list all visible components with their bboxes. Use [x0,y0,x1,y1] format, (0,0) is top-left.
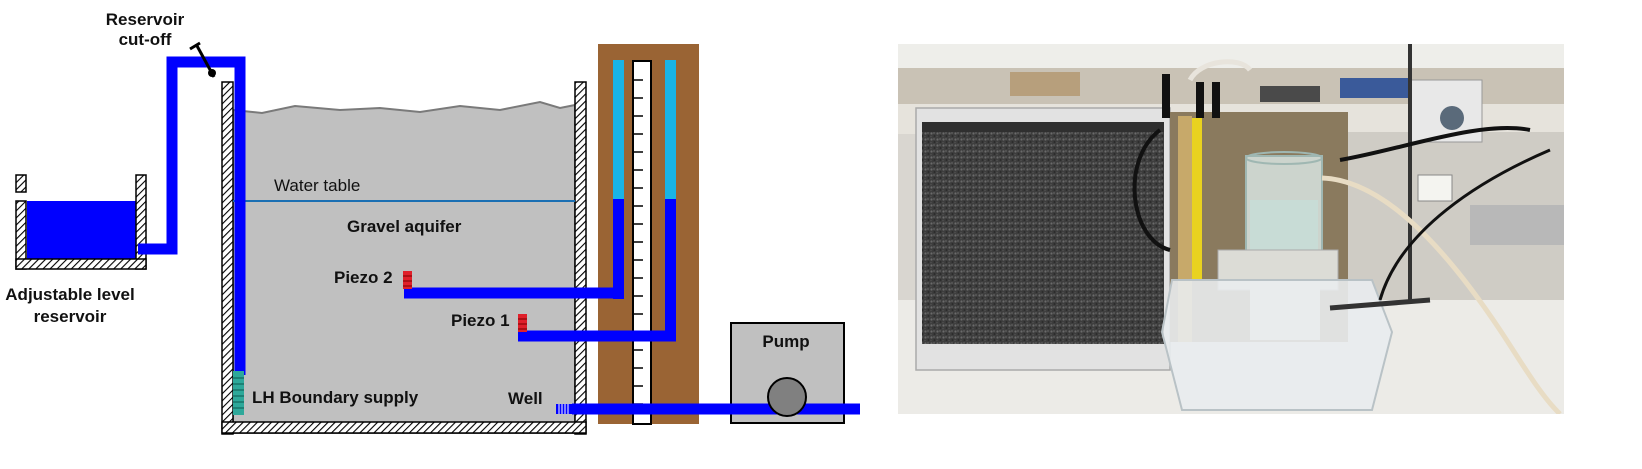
piezo-tube-right-water [665,199,676,341]
lab-photo [898,44,1564,414]
gravel-aquifer-body [233,102,575,433]
reservoir-left-wall-cap [16,175,26,192]
tank-bottom-wall [222,422,586,433]
tank-right-wall [575,82,586,434]
well-screen-icon [556,404,572,414]
pump-rotor-icon [768,378,806,416]
lh-boundary-label: LH Boundary supply [252,388,419,407]
piezo1-tip-icon [518,314,527,332]
water-table-label: Water table [274,176,360,195]
piezo2-label: Piezo 2 [334,268,393,287]
schematic: Reservoir cut-off Adjustable level reser… [5,10,860,434]
piezo-tube-left-water [613,199,624,299]
reservoir-cutoff-label-2: cut-off [119,30,172,49]
tank-left-wall [222,82,233,434]
gravel-aquifer-label: Gravel aquifer [347,217,462,236]
adjustable-reservoir-label-1: Adjustable level [5,285,134,304]
reservoir-water [27,201,137,259]
pump-label: Pump [762,332,809,351]
piezo2-tip-icon [403,271,412,289]
reservoir-bottom-wall [16,259,146,269]
adjustable-reservoir-label-2: reservoir [34,307,107,326]
piezo-tube-left-air [613,60,624,199]
piezo1-label: Piezo 1 [451,311,510,330]
reservoir-right-wall [136,175,146,269]
reservoir-cutoff-label-1: Reservoir [106,10,185,29]
piezo-tube-right-air [665,60,676,199]
well-label: Well [508,389,543,408]
